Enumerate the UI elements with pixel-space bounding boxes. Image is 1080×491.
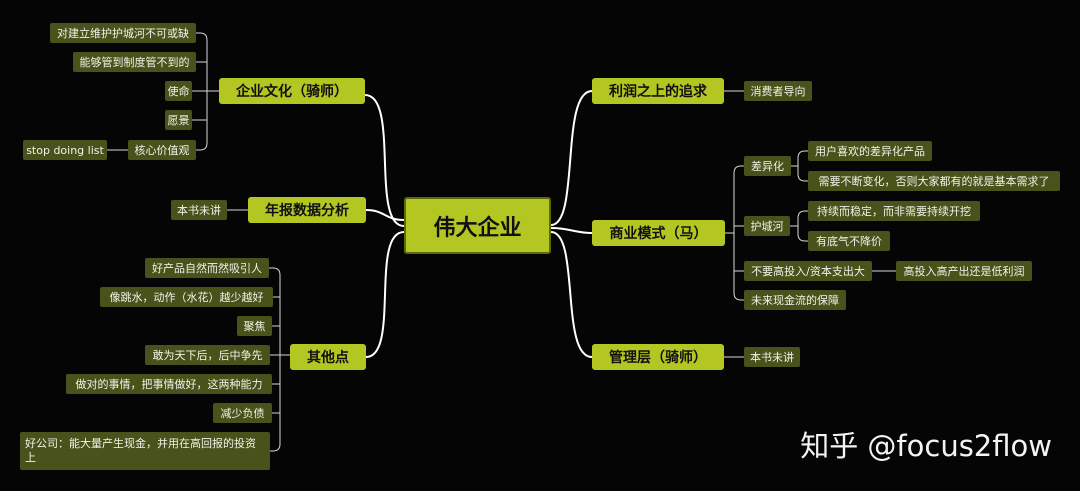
business-diff: 差异化	[744, 156, 791, 176]
culture-item-moat: 对建立维护护城河不可或缺	[50, 23, 196, 43]
profit-note: 消费者导向	[744, 81, 812, 101]
others-item-focus: 聚焦	[237, 316, 272, 336]
others-item-right-things: 做对的事情，把事情做好，这两种能力	[66, 374, 272, 394]
culture-item-values: 核心价值观	[128, 140, 196, 160]
branch-business: 商业模式（马）	[592, 220, 725, 246]
moat-item-price: 有底气不降价	[808, 231, 890, 251]
culture-item-vision: 愿景	[165, 110, 192, 130]
diff-item-product: 用户喜欢的差异化产品	[808, 141, 932, 161]
report-note: 本书未讲	[171, 200, 227, 220]
culture-sub-stop-doing: stop doing list	[23, 140, 107, 160]
business-moat: 护城河	[744, 216, 790, 236]
moat-item-stable: 持续而稳定，而非需要持续开挖	[808, 201, 980, 221]
business-cashflow: 未来现金流的保障	[744, 290, 846, 310]
diff-item-change: 需要不断变化，否则大家都有的就是基本需求了	[808, 171, 1060, 191]
others-item-later: 敢为天下后，后中争先	[145, 345, 270, 365]
culture-item-rules: 能够管到制度管不到的	[73, 52, 196, 72]
culture-item-mission: 使命	[165, 81, 192, 101]
branch-profit: 利润之上的追求	[592, 78, 724, 104]
others-item-good-company: 好公司：能大量产生现金，并用在高回报的投资上	[20, 432, 270, 470]
branch-culture: 企业文化（骑师）	[219, 78, 365, 104]
others-item-product: 好产品自然而然吸引人	[145, 258, 269, 278]
root-node: 伟大企业	[404, 197, 551, 254]
watermark: 知乎 @focus2flow	[800, 429, 1052, 463]
business-capex: 不要高投入/资本支出大	[744, 261, 872, 281]
capex-note: 高投入高产出还是低利润	[896, 261, 1032, 281]
others-item-diving: 像跳水，动作（水花）越少越好	[100, 287, 273, 307]
branch-management: 管理层（骑师）	[592, 344, 724, 370]
others-item-less-debt: 减少负债	[213, 403, 272, 423]
branch-others: 其他点	[290, 344, 366, 370]
management-note: 本书未讲	[744, 347, 800, 367]
branch-report: 年报数据分析	[248, 197, 366, 223]
